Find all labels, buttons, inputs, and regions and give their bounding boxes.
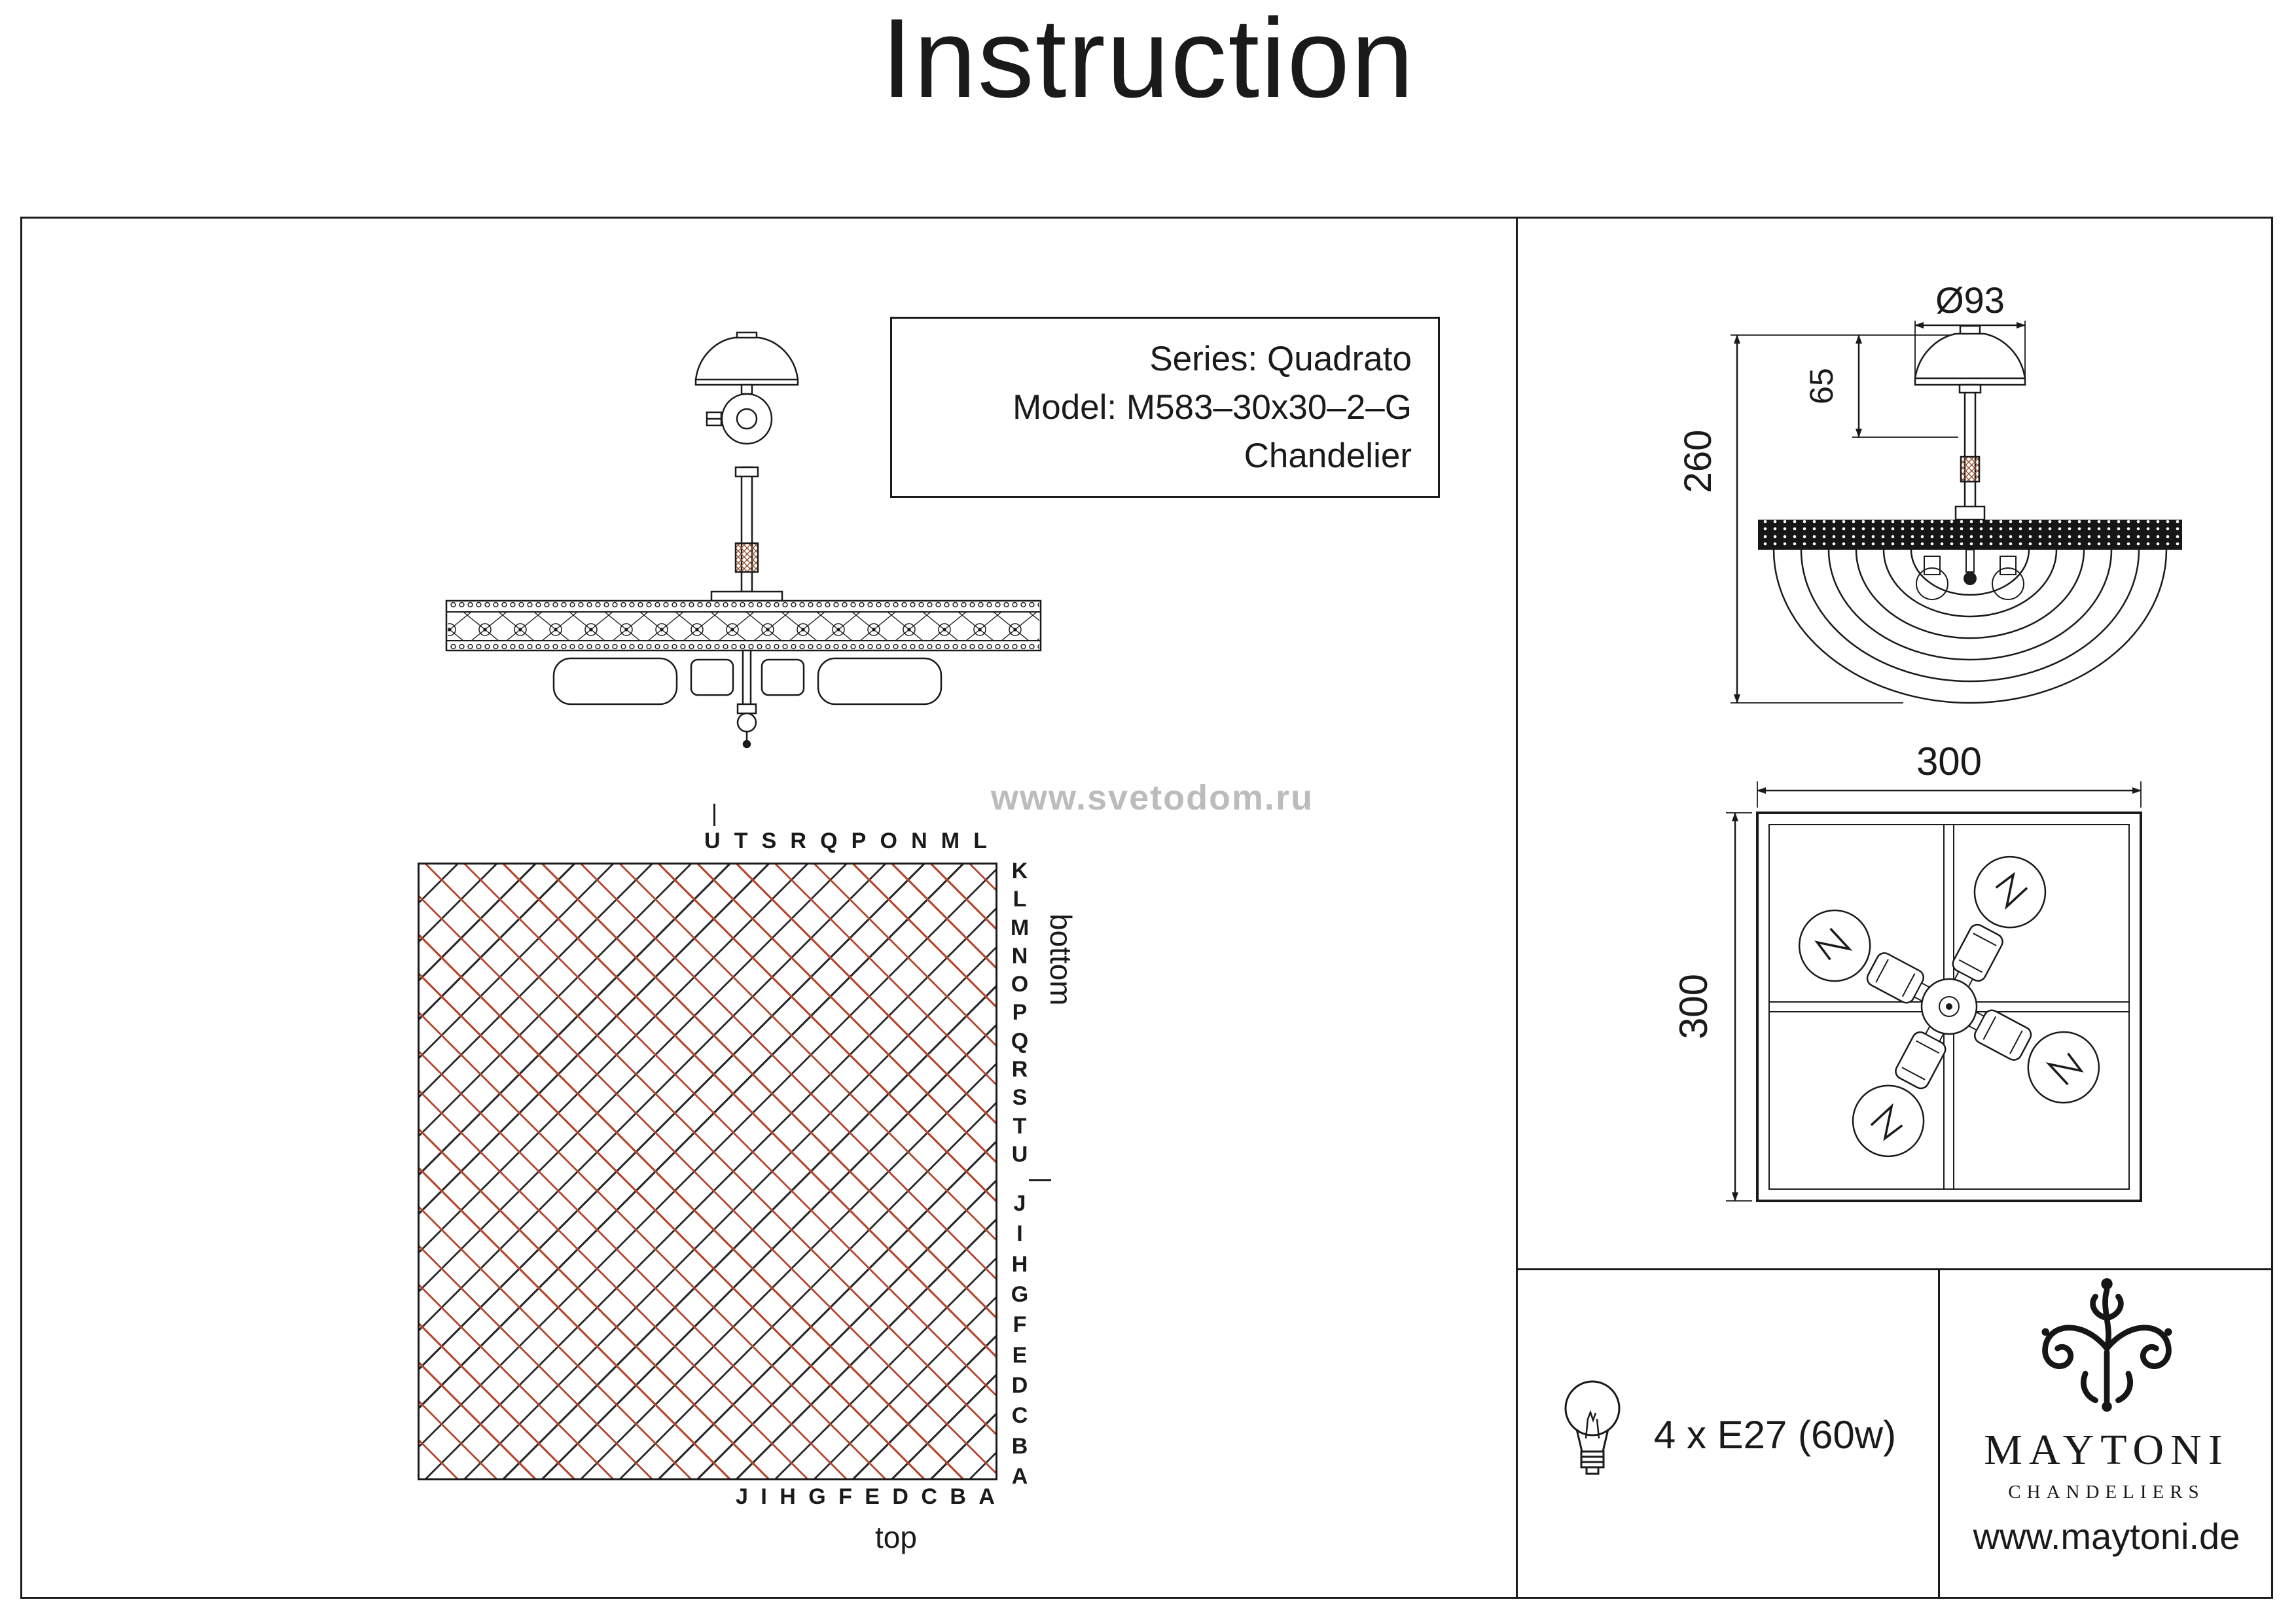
thread-letter: A [978,1484,995,1509]
lamp-spec-text: 4 x E27 (60w) [1653,1412,1897,1457]
thread-letter: N [911,829,927,853]
divider-vertical-bottom [1938,1268,1940,1599]
product-info-box: Series: Quadrato Model: M583–30x30–2–G C… [890,317,1440,498]
thread-letter: H [1011,1251,1028,1277]
brand-cell: MAYTONI CHANDELIERS www.maytoni.de [1940,1270,2273,1599]
thread-letter: H [780,1484,796,1509]
thread-letter: L [973,829,987,853]
thread-letter: C [1011,1403,1028,1429]
product-model: Model: M583–30x30–2–G [1013,387,1412,427]
chandelier-side-drawing [445,331,1042,749]
top-view-drawing: 300 300 [1672,740,2142,1202]
thread-letter: U [1011,1141,1028,1167]
lamp-spec-cell: 4 x E27 (60w) [1518,1270,1938,1599]
thread-letter: U [704,829,721,853]
bulb-icon [1564,1380,1621,1475]
product-type: Chandelier [1244,436,1412,475]
thread-letter: D [1011,1372,1028,1398]
thread-letter: R [790,829,806,853]
thread-letter: N [1011,943,1028,969]
thread-letter: Q [820,829,838,853]
thread-letter: P [1012,1000,1028,1026]
divider-horizontal-right [1516,1268,2273,1270]
thread-letter: B [950,1484,966,1509]
thread-letter: A [1011,1463,1028,1489]
dimension-side-drawing: Ø93 65 260 [1677,279,2182,704]
thread-letter: T [734,829,748,853]
brand-website: www.maytoni.de [1973,1516,2240,1557]
thread-letter: G [808,1484,826,1509]
thread-letter: M [1010,915,1030,940]
reference-mark-right [1029,1179,1051,1181]
thread-letter: I [1016,1221,1023,1247]
reference-mark-top [713,804,715,826]
label-top-side: top [875,1520,917,1554]
thread-letter: L [1013,887,1027,912]
dim-total-height: 260 [1677,430,1719,493]
page-title: Instruction [881,0,1415,121]
thread-letter: T [1013,1113,1027,1139]
divider-vertical-main [1516,217,1518,1599]
brand-tagline: CHANDELIERS [2008,1482,2205,1503]
thread-letter: O [1011,972,1029,997]
thread-letter: I [761,1484,767,1509]
thread-letter: F [1013,1312,1027,1338]
thread-letter: E [1012,1342,1028,1368]
thread-letter: O [880,829,897,853]
thread-letter: C [921,1484,937,1509]
thread-letter: M [941,829,960,853]
thread-letter: Q [1011,1028,1029,1054]
dim-canopy-height: 65 [1803,368,1840,404]
product-series: Series: Quadrato [1149,339,1412,378]
thread-letter: D [892,1484,908,1509]
thread-letter: S [1012,1085,1028,1111]
thread-letter: J [736,1484,748,1509]
thread-letter: P [851,829,867,853]
label-bottom-side: bottom [1044,914,1078,1006]
brand-name: MAYTONI [1984,1426,2229,1474]
dim-width: 300 [1916,740,1982,783]
thread-letter: E [865,1484,880,1509]
thread-letter: K [1011,859,1028,883]
thread-letter: B [1011,1433,1028,1459]
thread-letter: J [1013,1191,1026,1216]
thread-letter: R [1011,1057,1028,1082]
thread-letter: G [1011,1281,1029,1307]
dim-depth: 300 [1672,974,1715,1039]
watermark-text: www.svetodom.ru [991,778,1314,817]
thread-letter: S [761,829,777,853]
thread-letter: F [838,1484,852,1509]
threading-diagram [418,863,997,1480]
brand-ornament-icon [2041,1278,2172,1412]
dim-canopy-diameter: Ø93 [1935,279,2005,321]
main-frame [20,217,2273,1599]
